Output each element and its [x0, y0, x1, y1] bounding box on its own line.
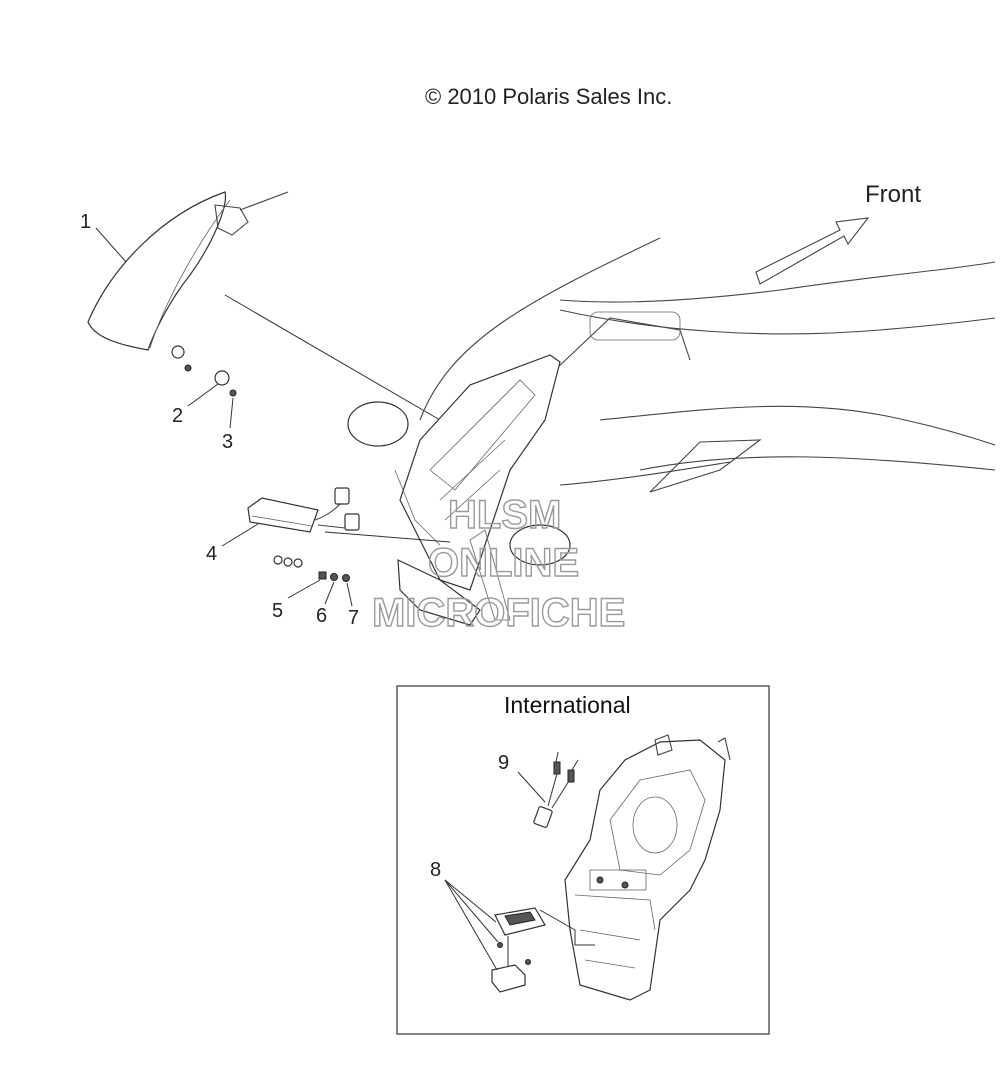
leader-1b	[224, 294, 441, 421]
callout-1: 1	[80, 211, 91, 233]
harness-connector-part	[533, 751, 579, 828]
callout-2: 2	[172, 405, 183, 427]
copyright-text: © 2010 Polaris Sales Inc.	[425, 84, 672, 109]
watermark-line-2: ONLINE	[428, 541, 579, 585]
windshield-part	[87, 191, 289, 351]
leader-8a	[444, 879, 497, 923]
callout-7: 7	[348, 607, 359, 629]
leader-3	[229, 397, 234, 429]
leader-1	[95, 227, 127, 263]
callout-6: 6	[316, 605, 327, 627]
callout-8: 8	[430, 859, 441, 881]
callout-5: 5	[272, 600, 283, 622]
leader-4	[221, 523, 259, 547]
grommet-part	[171, 345, 237, 397]
front-arrow-icon	[755, 217, 870, 285]
license-bracket-part	[564, 734, 731, 1001]
leader-9	[517, 771, 546, 803]
watermark-line-3: MICROFICHE	[372, 591, 625, 635]
leader-8c	[444, 879, 498, 971]
rear-body-outline	[347, 237, 996, 626]
international-inset: International	[396, 685, 770, 1035]
leader-8b	[444, 879, 499, 943]
callout-3: 3	[222, 431, 233, 453]
inset-title: International	[504, 692, 631, 718]
leader-4b	[324, 531, 451, 543]
watermark-line-1: HLSM	[448, 493, 561, 537]
callout-9: 9	[498, 752, 509, 774]
callout-4: 4	[206, 543, 217, 565]
leader-2	[187, 383, 219, 407]
license-light-part	[491, 907, 595, 993]
watermark: HLSM ONLINE MICROFICHE	[371, 492, 626, 635]
leader-5	[287, 579, 321, 599]
tail-light-part	[247, 487, 360, 533]
leader-7	[346, 582, 353, 607]
front-label: Front	[865, 181, 921, 208]
leader-6	[324, 581, 335, 605]
nut-part	[273, 555, 350, 582]
